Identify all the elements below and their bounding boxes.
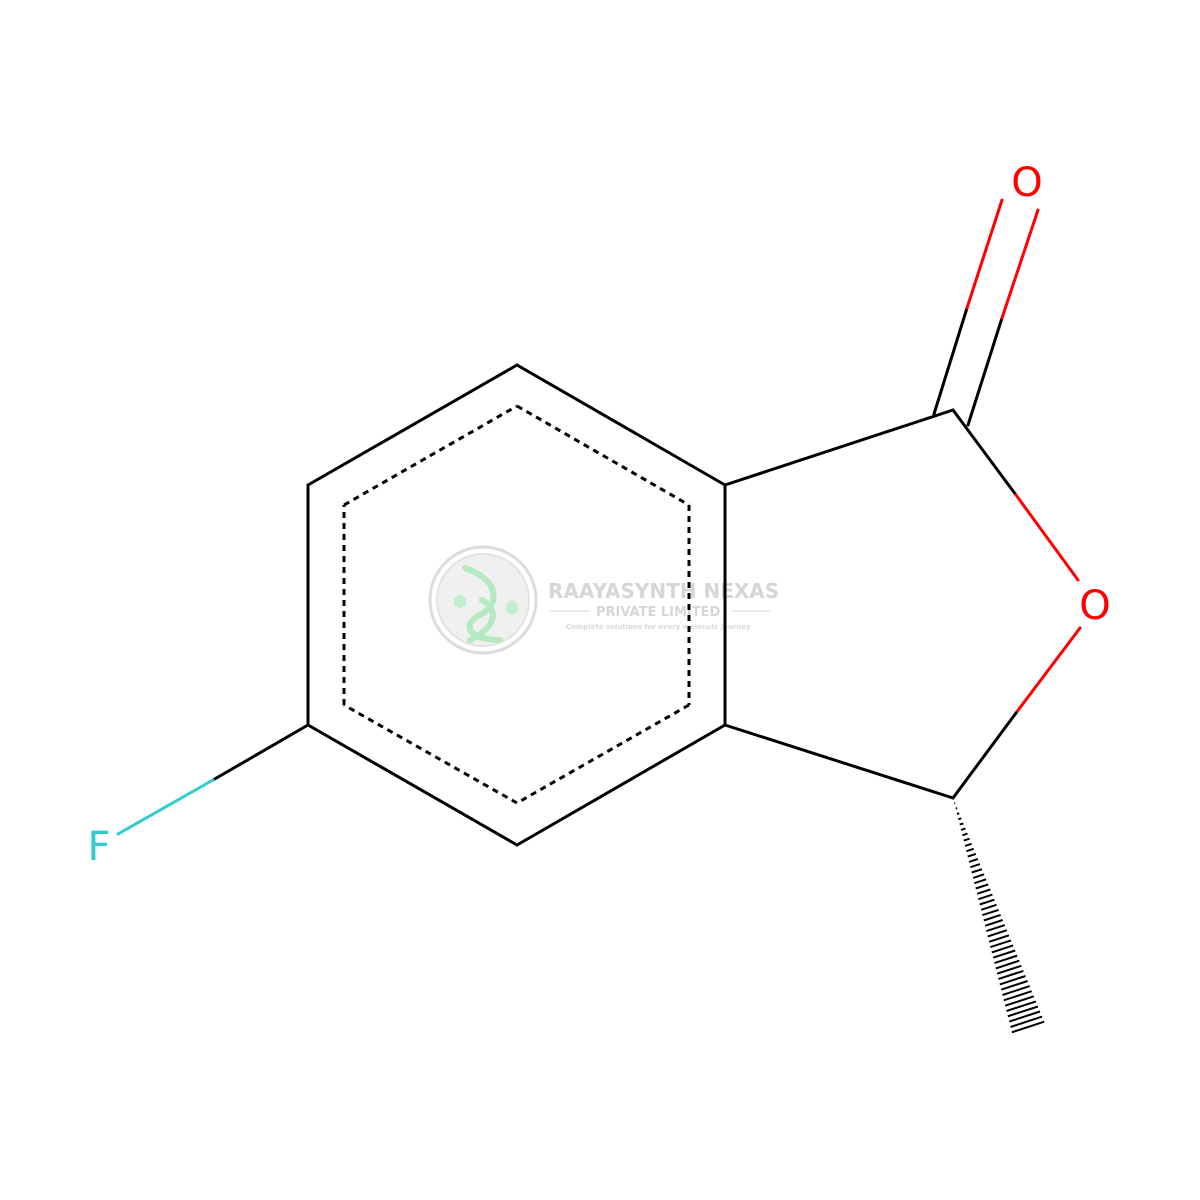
watermark-logo: RAAYASYNTH NEXAS PRIVATE LIMITED Complet…	[428, 545, 779, 655]
hash-stroke	[999, 975, 1026, 986]
watermark-subtitle: PRIVATE LIMITED	[596, 605, 721, 620]
bond-c6-c1	[306, 363, 519, 487]
bond-c5-f-black	[211, 723, 310, 782]
bond-chiral-carbon-c3	[723, 723, 955, 800]
hash-stroke	[971, 868, 983, 874]
hash-stroke	[1010, 1015, 1043, 1028]
hash-stroke	[966, 847, 975, 853]
watermark-tagline: Complete solutions for every molecule jo…	[566, 623, 751, 631]
hash-stroke	[1007, 1005, 1039, 1018]
hash-stroke	[964, 842, 972, 847]
hash-stroke	[982, 908, 999, 917]
benzene-ring	[306, 363, 727, 847]
hash-stroke	[956, 812, 960, 815]
hash-stroke	[994, 954, 1018, 965]
watermark-name: RAAYASYNTH NEXAS	[548, 579, 779, 603]
hash-stroke	[963, 837, 970, 842]
hash-stroke	[983, 913, 1001, 922]
hash-stroke	[957, 817, 962, 821]
bond-c3-c4	[515, 723, 727, 847]
bond-ring-o-chiral-carbon-black	[951, 711, 1018, 800]
carbonyl-bond-a-red	[965, 198, 1004, 310]
aromatic-bond-3	[516, 703, 690, 805]
lactone-ring	[723, 408, 1082, 800]
aromatic-bond-1	[516, 404, 690, 507]
hash-stroke	[976, 888, 991, 895]
bond-c1-c2	[515, 363, 727, 487]
hash-stroke	[988, 934, 1010, 943]
hash-stroke	[987, 929, 1008, 938]
carbonyl-bond-b-red	[1000, 208, 1040, 320]
bond-c2-carbonyl-carbon	[723, 408, 955, 487]
hash-stroke	[991, 944, 1014, 954]
hash-stroke	[996, 964, 1022, 975]
hash-stroke	[1011, 1020, 1045, 1034]
hash-stroke	[970, 863, 981, 869]
bond-carbonyl-carbon-ring-o-red	[1014, 493, 1080, 582]
carbonyl-bond-b-black	[966, 316, 1004, 427]
hash-stroke	[995, 959, 1020, 970]
hash-stroke	[974, 878, 987, 885]
atom-label-ring-oxygen: O	[1079, 583, 1110, 629]
hash-stroke	[986, 924, 1006, 933]
hash-stroke	[972, 873, 985, 879]
hash-stroke	[1002, 985, 1031, 996]
hash-stroke	[992, 949, 1016, 959]
aromatic-dashed-ring	[342, 404, 691, 805]
hash-stroke	[1008, 1010, 1041, 1023]
carbonyl-bond-a-black	[932, 306, 969, 416]
hash-stroke	[984, 919, 1004, 927]
hash-stroke	[998, 969, 1024, 980]
watermark-hex-right-icon	[506, 600, 518, 615]
aromatic-bond-4	[343, 703, 518, 805]
fluorine-bond	[116, 723, 310, 836]
hash-stroke	[980, 903, 997, 911]
hash-stroke	[990, 939, 1012, 949]
watermark-dna-icon	[462, 565, 503, 643]
atom-label-carbonyl-oxygen: O	[1011, 160, 1042, 206]
carbonyl-double-bond	[932, 198, 1040, 427]
hash-stroke	[1006, 1000, 1037, 1012]
hash-stroke	[975, 883, 989, 890]
hash-stroke	[979, 898, 995, 906]
hash-stroke	[960, 827, 966, 831]
atom-label-fluorine: F	[87, 824, 110, 870]
hash-stroke	[959, 822, 964, 826]
hash-stroke	[1000, 980, 1028, 991]
bond-carbonyl-carbon-ring-o-black	[951, 408, 1018, 497]
bond-ring-o-chiral-carbon-red	[1014, 626, 1082, 715]
hash-stroke	[978, 893, 993, 901]
methyl-hashed-wedge-bond	[954, 802, 1045, 1034]
watermark-ring	[428, 545, 538, 655]
hash-stroke	[1003, 990, 1033, 1002]
watermark-hex-left-icon	[454, 594, 466, 609]
bond-c5-f-cyan	[116, 778, 215, 836]
hash-stroke	[967, 852, 977, 858]
hash-stroke	[962, 832, 968, 837]
aromatic-bond-6	[343, 404, 518, 507]
hash-stroke	[968, 858, 979, 863]
hash-stroke	[1004, 995, 1035, 1007]
bond-c4-c5	[306, 723, 519, 847]
